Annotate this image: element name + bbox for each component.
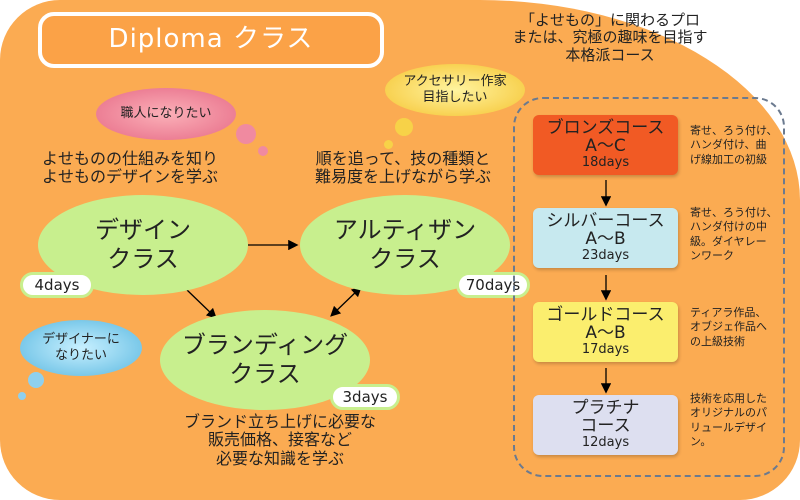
- course-days: 18days: [581, 155, 630, 171]
- artisan-description: 順を追って、技の種類と 難易度を上げながら学ぶ: [314, 149, 491, 187]
- bubble-dot: [384, 140, 393, 149]
- bubble-dot: [236, 124, 256, 144]
- bubble-dot: [28, 372, 44, 388]
- course-grade: A～B: [585, 323, 626, 344]
- course-gold: ゴールドコース A～B 17days: [533, 302, 678, 362]
- artisan-days-badge: 70days: [456, 272, 530, 298]
- design-description: よせものの仕組みを知り よせものデザインを学ぶ: [41, 149, 218, 187]
- course-group: [513, 97, 785, 477]
- page-title: Diploma クラス: [38, 12, 384, 68]
- design-days-badge: 4days: [20, 272, 94, 298]
- course-desc: 技術を応用した オリジナルのパ リュールデザイ ン。: [690, 392, 767, 448]
- course-days: 12days: [581, 435, 630, 451]
- course-days: 17days: [581, 342, 630, 358]
- course-name: ブロンズコース: [546, 118, 665, 139]
- course-bronze: ブロンズコース A～C 18days: [533, 115, 678, 175]
- bubble-dot: [258, 146, 268, 156]
- bubble-designer: デザイナーに なりたい: [20, 320, 142, 376]
- course-name: シルバーコース: [546, 211, 665, 232]
- course-grade: A～B: [585, 229, 626, 250]
- bubble-craftsman: 職人になりたい: [96, 88, 236, 140]
- course-days: 23days: [581, 248, 630, 264]
- branding-days-badge: 3days: [330, 384, 400, 410]
- course-desc: ティアラ作品、 オブジェ作品へ の上級技術: [690, 306, 767, 348]
- course-name: ゴールドコース: [546, 305, 665, 326]
- bubble-dot: [395, 118, 413, 136]
- course-platinum: プラチナ コース 12days: [533, 395, 678, 455]
- bubble-dot: [18, 392, 26, 400]
- course-desc: 寄せ、ろう付け、 ハンダ付け、曲 げ線加工の初級: [690, 124, 778, 166]
- course-name: プラチナ コース: [571, 398, 640, 437]
- course-desc: 寄せ、ろう付け、 ハンダ付けの中 級。ダイヤレー ンワーク: [690, 206, 778, 262]
- course-grade: A～C: [585, 136, 626, 157]
- course-silver: シルバーコース A～B 23days: [533, 208, 678, 268]
- branding-description: ブランド立ち上げに必要な 販売価格、接客など 必要な知識を学ぶ: [183, 412, 376, 468]
- tagline: 「よせもの」に関わるプロ または、究極の趣味を目指す 本格派コース: [512, 11, 708, 64]
- bubble-accessory: アクセサリー作家 目指したい: [385, 64, 525, 116]
